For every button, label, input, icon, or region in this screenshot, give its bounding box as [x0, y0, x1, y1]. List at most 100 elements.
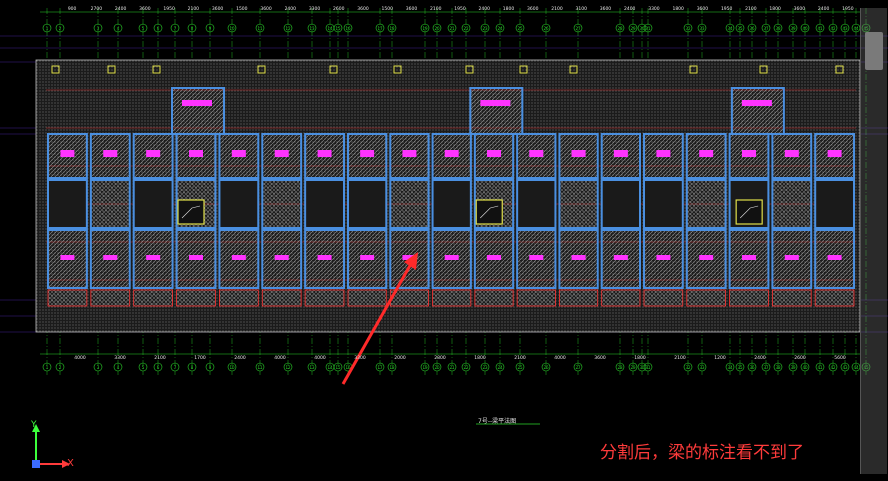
dim-text-bottom: 4000	[274, 355, 286, 361]
dim-text-top: 3600	[794, 6, 806, 12]
axis-number-bottom: 37	[763, 365, 769, 370]
pointer-arrow	[341, 261, 414, 385]
dim-text-top: 3600	[600, 6, 612, 12]
axis-number-bottom: 29	[630, 365, 636, 370]
column-marker	[393, 65, 402, 74]
axis-number-bottom: 7	[174, 365, 177, 370]
axis-number-top: 21	[449, 26, 455, 31]
axis-number-bottom: 33	[699, 365, 705, 370]
dim-text-bottom: 2400	[234, 355, 246, 361]
beam-tag	[146, 150, 161, 157]
axis-number-top: 14	[327, 26, 333, 31]
balcony	[814, 289, 855, 307]
dim-text-top: 3600	[697, 6, 709, 12]
dim-text-bottom: 2600	[794, 355, 806, 361]
axis-bubble-top	[725, 23, 735, 33]
axis-bubble-top	[187, 23, 197, 33]
room-lower	[558, 229, 599, 289]
axis-bubble-bottom	[93, 362, 103, 372]
axis-number-top: 28	[617, 26, 623, 31]
axis-number-bottom: 8	[191, 365, 194, 370]
dim-text-top: 1800	[503, 6, 515, 12]
beam-tag	[742, 255, 756, 260]
dim-text-top: 2100	[745, 6, 757, 12]
axis-bubble-bottom	[42, 362, 52, 372]
balcony	[133, 289, 173, 307]
axis-number-top: 41	[817, 26, 823, 31]
axis-number-top: 44	[853, 26, 859, 31]
balcony	[601, 289, 641, 307]
axis-bubble-top	[343, 23, 353, 33]
pointer-arrowhead	[404, 252, 418, 270]
axis-bubble-top	[138, 23, 148, 33]
axis-number-bottom: 44	[853, 365, 859, 370]
dim-text-bottom: 4000	[554, 355, 566, 361]
axis-bubble-top	[420, 23, 430, 33]
scroll-thumb[interactable]	[865, 32, 883, 70]
dim-text-bottom: 3600	[594, 355, 606, 361]
axis-number-top: 35	[737, 26, 743, 31]
dim-text-bottom: 2100	[674, 355, 686, 361]
dim-text-bottom: 2000	[394, 355, 406, 361]
beam-tag	[360, 255, 375, 260]
balcony	[559, 289, 599, 307]
dim-text-top: 3600	[139, 6, 151, 12]
axis-number-bottom: 5	[142, 365, 145, 370]
balcony	[47, 289, 88, 307]
dim-text-top: 3600	[357, 6, 369, 12]
dim-text-bottom: 1800	[634, 355, 646, 361]
axis-bubble-bottom	[495, 362, 505, 372]
beam-tag	[827, 150, 842, 157]
room-lower	[89, 229, 131, 289]
axis-bubble-bottom	[615, 362, 625, 372]
axis-number-bottom: 26	[543, 365, 549, 370]
dim-text-bottom: 3300	[114, 355, 126, 361]
axis-number-bottom: 36	[749, 365, 755, 370]
beam-tag	[613, 255, 628, 260]
axis-bubble-top	[375, 23, 385, 33]
beam-tag	[103, 255, 118, 260]
vertical-scrollbar[interactable]	[860, 8, 887, 474]
beam-tag	[60, 150, 75, 157]
axis-number-bottom: 23	[482, 365, 488, 370]
balcony	[347, 289, 387, 307]
axis-bubble-top	[42, 23, 52, 33]
column-marker	[519, 65, 528, 74]
axis-bubble-bottom	[643, 362, 653, 372]
dim-text-bottom: 2100	[514, 355, 526, 361]
axis-number-bottom: 35	[737, 365, 743, 370]
axis-number-bottom: 34	[727, 365, 733, 370]
balcony	[90, 289, 131, 307]
column-marker	[329, 65, 338, 74]
room-lower	[175, 229, 217, 289]
axis-bubble-top	[55, 23, 65, 33]
axis-bubble-bottom	[138, 362, 148, 372]
beam-tag	[699, 255, 714, 260]
axis-bubble-top	[573, 23, 583, 33]
room-middle	[304, 179, 345, 229]
dim-text-top: 2400	[818, 6, 830, 12]
axis-number-top: 12	[285, 26, 291, 31]
axis-number-top: 23	[482, 26, 488, 31]
ucs-x-label: X	[67, 458, 74, 469]
beam-tag	[571, 150, 586, 157]
axis-bubble-top	[541, 23, 551, 33]
axis-bubble-top	[93, 23, 103, 33]
dim-text-bottom: 2800	[434, 355, 446, 361]
beam-tag	[189, 150, 203, 157]
axis-number-top: 6	[157, 26, 160, 31]
dim-text-top: 1500	[236, 6, 248, 12]
ucs-icon	[22, 420, 82, 476]
beam-tag	[827, 255, 842, 260]
axis-number-top: 16	[345, 26, 351, 31]
axis-number-bottom: 9	[209, 365, 212, 370]
axis-number-top: 4	[117, 26, 120, 31]
axis-bubble-bottom	[828, 362, 838, 372]
drawing-title: 7号--梁平法图	[478, 418, 517, 425]
axis-bubble-top	[255, 23, 265, 33]
axis-bubble-bottom	[55, 362, 65, 372]
axis-bubble-bottom	[255, 362, 265, 372]
axis-number-bottom: 32	[685, 365, 691, 370]
